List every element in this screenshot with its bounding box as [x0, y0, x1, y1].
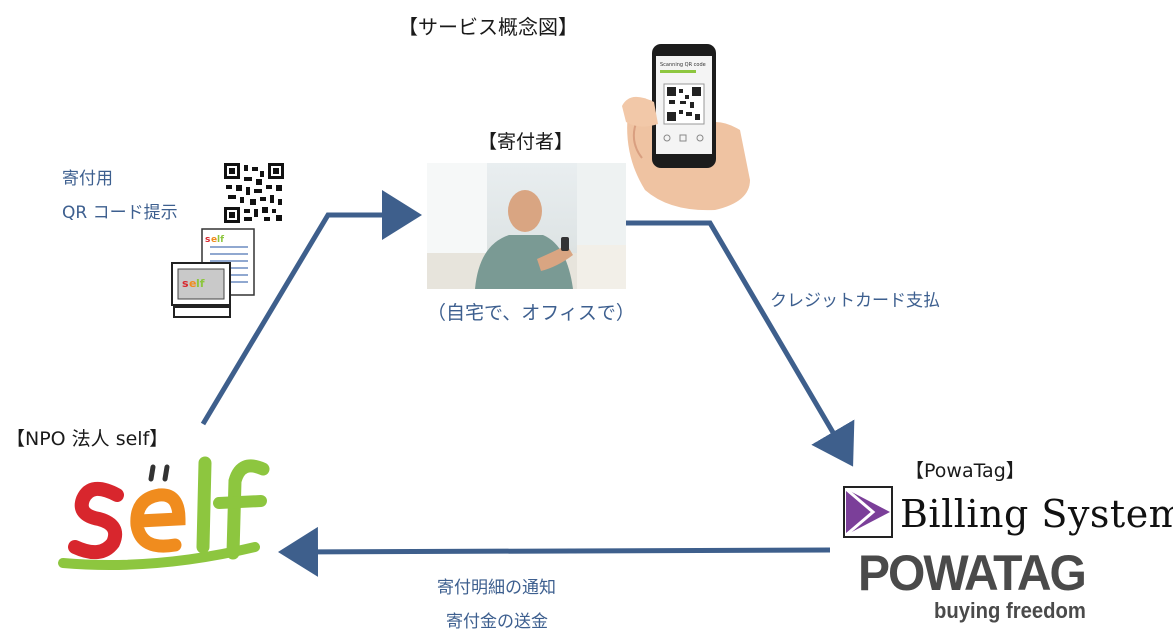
qr-code-icon	[224, 163, 284, 223]
remittance-label: 寄付金の送金	[446, 612, 548, 632]
donor-photo	[427, 163, 626, 289]
svg-text:e: e	[211, 235, 217, 245]
svg-text:e: e	[189, 277, 196, 290]
npo-self-logo	[55, 455, 270, 580]
page-title: 【サービス概念図】	[398, 15, 578, 39]
qr-note-line2: QR コード提示	[62, 203, 178, 223]
svg-text:s: s	[182, 277, 189, 290]
svg-text:lf: lf	[217, 235, 224, 245]
powatag-tagline: buying freedom	[934, 598, 1086, 623]
svg-text:lf: lf	[196, 277, 205, 290]
powatag-brand-text: POWATAG	[858, 545, 1087, 602]
payment-label: クレジットカード支払	[770, 291, 940, 311]
arrow-powatag-to-npo	[278, 526, 831, 577]
arrow-npo-to-donor	[200, 190, 422, 426]
donor-label: 【寄付者】	[478, 131, 574, 153]
billing-system-logo-icon	[843, 486, 893, 538]
donor-caption: （自宅で、オフィスで）	[427, 302, 635, 324]
npo-label: 【NPO 法人 self】	[6, 428, 169, 450]
powatag-label: 【PowaTag】	[905, 460, 1025, 482]
billing-system-text: Billing System	[900, 492, 1173, 536]
arrow-donor-to-powatag	[626, 220, 855, 467]
phone-screen-text: Scanning QR code	[660, 62, 706, 68]
phone-qr-scan-image: Scanning QR code	[620, 40, 760, 212]
svg-text:s: s	[205, 235, 210, 245]
qr-note-line1: 寄付用	[62, 169, 113, 189]
notification-label: 寄付明細の通知	[437, 578, 556, 598]
computer-icon: s e lf s e lf	[170, 227, 262, 321]
